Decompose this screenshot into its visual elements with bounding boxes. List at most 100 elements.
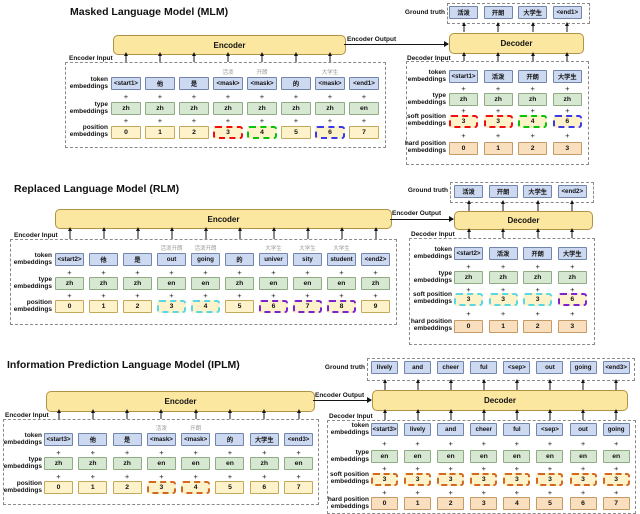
iplm-dec-plus-row-1: ++++++++: [371, 437, 630, 449]
gray-word-label: [215, 424, 244, 432]
iplm-encoder-input-panel: [3, 419, 319, 505]
type-cell: en: [569, 450, 597, 463]
plus-operator: +: [227, 471, 233, 481]
plus-operator: +: [481, 487, 486, 497]
position-cell: 5: [215, 481, 245, 494]
decoder-label: Decoder: [483, 396, 516, 405]
plus-operator: +: [191, 116, 197, 125]
token-cell: 开朗: [518, 70, 548, 83]
gray-word-label: [55, 244, 84, 252]
ground-truth-cell: and: [404, 361, 432, 374]
plus-operator: +: [382, 487, 387, 497]
up-arrow-icon: [371, 410, 398, 420]
plus-operator: +: [373, 267, 378, 277]
type-cell: zh: [145, 102, 175, 115]
up-arrow-icon: [523, 201, 552, 211]
token-cell: <mask>: [247, 77, 277, 90]
up-arrow-icon: [293, 228, 322, 239]
plus-operator: +: [259, 91, 265, 101]
plus-operator: +: [535, 285, 540, 293]
token-cell: <start1>: [449, 70, 478, 83]
plus-operator: +: [157, 116, 163, 125]
soft-position-cell: 3: [449, 115, 478, 128]
plus-operator: +: [500, 285, 506, 293]
token-cell: univer: [259, 253, 288, 266]
iplm-dec-plus-row-2: ++++++++: [371, 464, 630, 473]
mlm-ground-truth-row: 活泼开朗大学生<end1>: [449, 6, 582, 19]
position-cell: 6: [249, 481, 279, 494]
plus-operator: +: [547, 464, 553, 473]
token-cell: cheer: [470, 423, 498, 436]
plus-operator: +: [327, 91, 333, 101]
rlm-dec-token-embeddings-label: token embeddings: [413, 246, 452, 261]
type-cell: zh: [449, 93, 478, 106]
plus-operator: +: [305, 267, 310, 277]
token-cell: 活泼: [483, 70, 513, 83]
decoder-label: Decoder: [500, 39, 533, 48]
type-cell: zh: [111, 102, 141, 115]
position-cell: 9: [361, 300, 390, 313]
mlm-decoder-input-label: Decoder Input: [407, 55, 451, 62]
plus-operator: +: [580, 438, 586, 448]
up-arrow-icon: [250, 410, 279, 419]
plus-operator: +: [262, 471, 267, 481]
hard-position-cell: 1: [488, 320, 518, 333]
gray-word-label: [179, 68, 209, 76]
plus-operator: +: [305, 291, 310, 300]
rlm-decoder-input-label: Decoder Input: [411, 231, 455, 238]
soft-position-cell: 3: [602, 473, 630, 486]
up-arrow-icon: [470, 380, 497, 390]
type-cell: zh: [213, 102, 243, 115]
iplm-dec-token-embeddings-label: token embeddings: [330, 422, 369, 437]
gray-word-label: [250, 424, 279, 432]
ground-truth-cell: cheer: [437, 361, 465, 374]
plus-operator: +: [530, 84, 535, 93]
up-arrow-icon: [503, 410, 530, 420]
token-cell: and: [437, 423, 465, 436]
position-cell: 1: [145, 126, 175, 139]
plus-operator: +: [193, 471, 198, 481]
plus-operator: +: [56, 447, 61, 457]
hard-position-cell: 3: [557, 320, 587, 333]
plus-operator: +: [203, 267, 208, 277]
plus-operator: +: [500, 261, 506, 271]
plus-operator: +: [123, 91, 129, 101]
plus-operator: +: [225, 116, 231, 125]
token-cell: 的: [215, 433, 245, 446]
plus-operator: +: [570, 261, 575, 271]
plus-operator: +: [570, 285, 575, 293]
mlm-dec-plus-row-1: ++++: [449, 84, 582, 93]
up-arrow-icon: [518, 23, 547, 32]
plus-operator: +: [461, 84, 466, 93]
mlm-decoder-to-gt-arrows: [449, 23, 582, 32]
gray-word-label: [349, 68, 379, 76]
gray-word-label: 大学生: [265, 246, 282, 252]
plus-operator: +: [565, 84, 570, 93]
position-cell: 7: [349, 126, 379, 139]
mlm-decoder-arrows: [449, 53, 582, 61]
iplm-token-embeddings-label: token embeddings: [3, 432, 42, 447]
token-cell: 他: [78, 433, 108, 446]
iplm-decoder-arrows: [371, 410, 630, 420]
gray-word-label: 大学生: [333, 246, 350, 252]
plus-operator: +: [448, 464, 453, 473]
plus-operator: +: [327, 116, 333, 125]
plus-operator: +: [466, 285, 471, 293]
ground-truth-cell: <end2>: [557, 185, 587, 198]
plus-operator: +: [157, 91, 163, 101]
gray-word-label: [225, 244, 254, 252]
plus-operator: +: [495, 130, 501, 140]
plus-operator: +: [530, 106, 535, 115]
plus-operator: +: [237, 267, 242, 277]
plus-operator: +: [296, 447, 301, 457]
token-cell: 他: [145, 77, 175, 90]
token-cell: <start3>: [371, 423, 398, 436]
up-arrow-icon: [361, 228, 390, 239]
iplm-title: Information Prediction Language Model (I…: [7, 359, 240, 371]
gray-word-label: [361, 244, 390, 252]
mlm-dec-plus-row-2: ++++: [449, 106, 582, 115]
position-cell: 3: [213, 126, 243, 139]
